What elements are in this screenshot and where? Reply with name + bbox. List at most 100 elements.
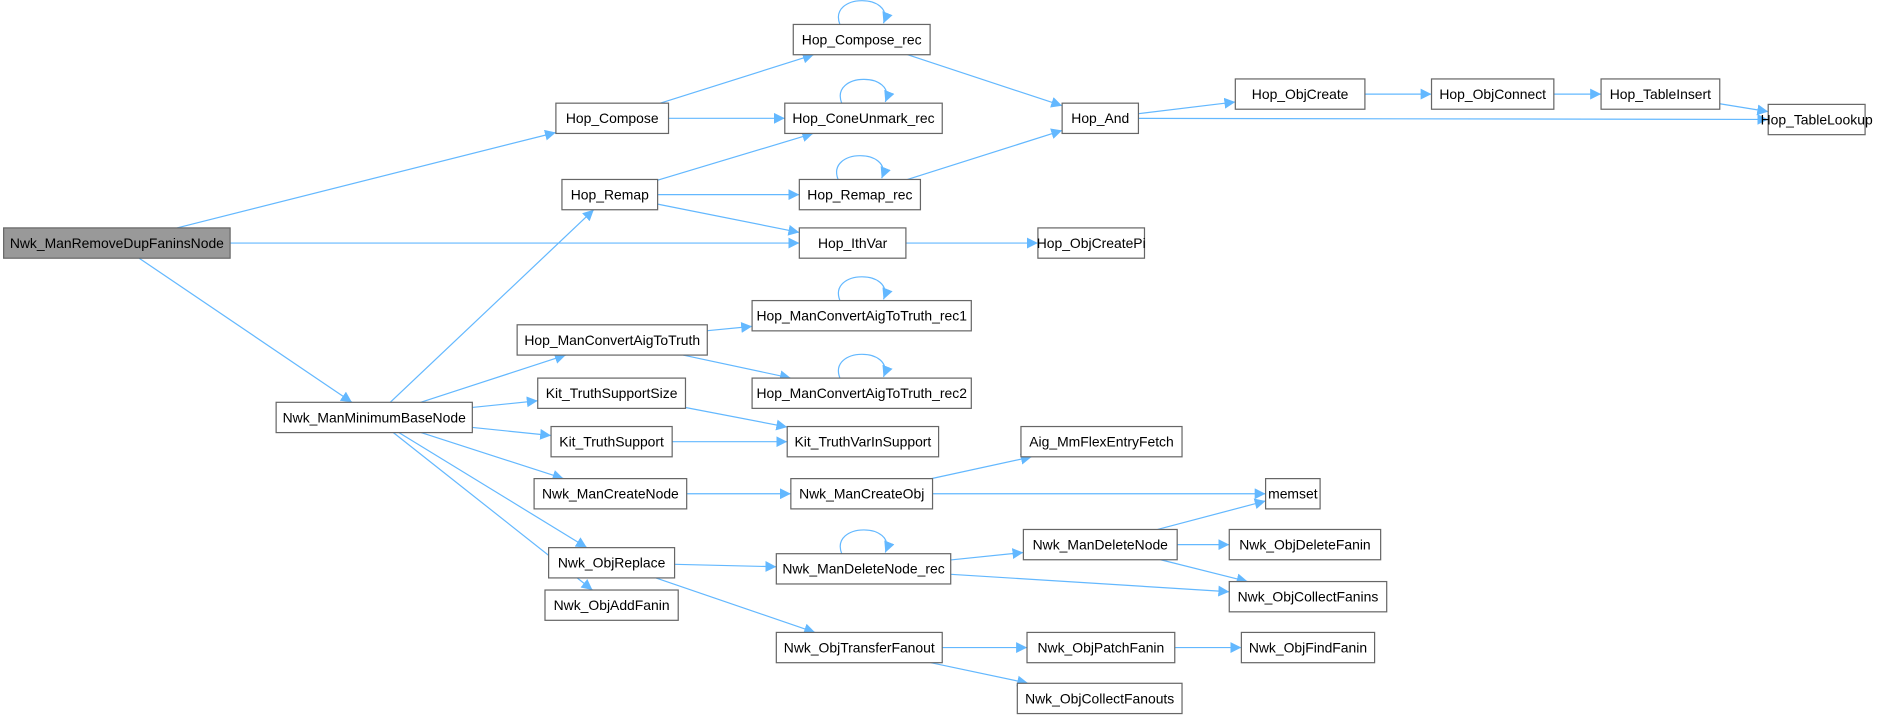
node-box bbox=[275, 401, 473, 434]
node-box bbox=[1228, 580, 1388, 613]
edge-hop_and-to-hop_objcreate bbox=[1138, 97, 1236, 115]
graph-node[interactable]: memset bbox=[1264, 478, 1321, 510]
graph-node[interactable]: Kit_TruthVarInSupport bbox=[786, 425, 940, 458]
graph-node[interactable]: Nwk_ObjAddFanin bbox=[544, 589, 679, 621]
graph-node[interactable]: Hop_Compose bbox=[555, 102, 670, 135]
edge-hop_mancvt-to-hop_mancvt_rec1 bbox=[707, 321, 753, 333]
graph-node[interactable]: Nwk_ObjReplace bbox=[548, 547, 676, 579]
graph-node[interactable]: Hop_ObjCreatePi bbox=[1037, 227, 1146, 259]
graph-node[interactable]: Nwk_ObjDeleteFanin bbox=[1228, 528, 1382, 561]
node-label: Hop_ManConvertAigToTruth bbox=[524, 332, 700, 348]
node-box bbox=[1767, 103, 1866, 136]
node-box bbox=[544, 589, 679, 621]
node-box bbox=[1234, 78, 1366, 110]
node-label: Nwk_ManCreateObj bbox=[799, 486, 924, 502]
node-box bbox=[1016, 682, 1183, 715]
node-label: Nwk_ManDeleteNode bbox=[1033, 536, 1169, 552]
graph-node[interactable]: Kit_TruthSupport bbox=[550, 425, 673, 458]
edge-nwk_manminimumbasenode-to-kit_truthsupport bbox=[472, 426, 552, 440]
edge-hop_remap-to-hop_coneunmark_rec bbox=[657, 131, 814, 181]
node-box bbox=[1061, 102, 1140, 135]
node-label: memset bbox=[1268, 486, 1318, 502]
node-label: Nwk_ManCreateNode bbox=[542, 486, 679, 502]
nodes-layer: Nwk_ManRemoveDupFaninsNodeHop_ComposeHop… bbox=[3, 23, 1873, 715]
edge-hop_mancvt_rec1-to-hop_mancvt_rec1 bbox=[837, 276, 893, 301]
node-box bbox=[1264, 478, 1321, 510]
node-box bbox=[3, 227, 231, 259]
edge-nwk_manminimumbasenode-to-nwk_mancreatenode bbox=[420, 432, 564, 481]
graph-node[interactable]: Aig_MmFlexEntryFetch bbox=[1020, 425, 1183, 458]
node-label: Nwk_ObjTransferFanout bbox=[784, 639, 935, 655]
edge-hop_compose_rec-to-hop_and bbox=[907, 54, 1063, 108]
edge-nwk_manminimumbasenode-to-hop_mancvt bbox=[420, 353, 566, 403]
graph-node[interactable]: Hop_Remap_rec bbox=[798, 178, 922, 211]
node-box bbox=[548, 547, 676, 579]
edge-hop_remap_rec-to-hop_remap_rec bbox=[836, 155, 891, 180]
node-label: Nwk_ObjAddFanin bbox=[554, 597, 670, 613]
node-label: Nwk_ManRemoveDupFaninsNode bbox=[10, 235, 224, 251]
graph-node[interactable]: Nwk_ManDeleteNode_rec bbox=[775, 553, 952, 585]
node-box bbox=[751, 299, 972, 332]
node-box bbox=[790, 478, 934, 510]
graph-node[interactable]: Nwk_ObjPatchFanin bbox=[1026, 631, 1176, 664]
graph-node[interactable]: Hop_Compose_rec bbox=[792, 23, 931, 56]
node-label: Hop_Remap_rec bbox=[807, 186, 912, 202]
graph-node[interactable]: Hop_ConeUnmark_rec bbox=[784, 102, 943, 135]
graph-node[interactable]: Nwk_ObjCollectFanins bbox=[1228, 580, 1388, 613]
node-label: Nwk_ObjFindFanin bbox=[1249, 639, 1367, 655]
node-label: Hop_ConeUnmark_rec bbox=[792, 110, 934, 126]
node-box bbox=[537, 377, 687, 409]
edge-hop_compose-to-hop_compose_rec bbox=[660, 52, 814, 104]
node-label: Hop_Compose bbox=[566, 110, 659, 126]
node-box bbox=[516, 324, 708, 356]
edge-kit_truthsupportsize-to-kit_truthvarinsupport bbox=[685, 406, 788, 431]
node-label: Hop_And bbox=[1071, 110, 1129, 126]
graph-node[interactable]: Hop_TableInsert bbox=[1600, 78, 1721, 110]
edge-hop_tableinsert-to-hop_tablelookup bbox=[1719, 103, 1769, 116]
node-label: Hop_ObjConnect bbox=[1439, 86, 1546, 102]
edge-nwk_mandeletenode_rec-to-nwk_mandeletenode_rec bbox=[839, 529, 895, 554]
node-box bbox=[798, 178, 922, 211]
graph-node[interactable]: Kit_TruthSupportSize bbox=[537, 377, 687, 409]
graph-node[interactable]: Hop_And bbox=[1061, 102, 1140, 135]
node-box bbox=[775, 553, 952, 585]
node-box bbox=[792, 23, 931, 56]
graph-node[interactable]: Nwk_ObjCollectFanouts bbox=[1016, 682, 1183, 715]
graph-node[interactable]: Hop_ManConvertAigToTruth_rec2 bbox=[751, 377, 972, 409]
edge-nwk_mandeletenode_rec-to-nwk_mandeletenode bbox=[950, 548, 1024, 561]
node-label: Kit_TruthSupportSize bbox=[546, 385, 678, 401]
node-box bbox=[550, 425, 673, 458]
node-label: Hop_Compose_rec bbox=[802, 31, 922, 47]
graph-node[interactable]: Nwk_ManCreateNode bbox=[533, 478, 688, 510]
edge-hop_remap_rec-to-hop_and bbox=[907, 128, 1063, 181]
edge-nwk_objreplace-to-nwk_objtransferfanout bbox=[655, 577, 816, 635]
edge-nwk_mandeletenode-to-nwk_objcollectfanins bbox=[1160, 559, 1248, 585]
graph-node[interactable]: Hop_ObjConnect bbox=[1430, 78, 1555, 110]
node-box bbox=[1020, 425, 1183, 458]
node-box bbox=[533, 478, 688, 510]
graph-node[interactable]: Hop_Remap bbox=[561, 178, 659, 211]
node-label: Aig_MmFlexEntryFetch bbox=[1029, 434, 1174, 450]
graph-node[interactable]: Hop_ObjCreate bbox=[1234, 78, 1366, 110]
root-node[interactable]: Nwk_ManRemoveDupFaninsNode bbox=[3, 227, 231, 259]
node-label: Hop_TableInsert bbox=[1610, 86, 1711, 102]
edge-nwk_manminimumbasenode-to-nwk_objreplace bbox=[398, 432, 588, 549]
graph-node[interactable]: Hop_TableLookup bbox=[1761, 103, 1873, 136]
edge-nwk_manminimumbasenode-to-hop_remap bbox=[389, 209, 595, 403]
node-label: Nwk_ObjCollectFanouts bbox=[1025, 690, 1174, 706]
graph-node[interactable]: Nwk_ObjTransferFanout bbox=[775, 631, 943, 664]
graph-node[interactable]: Hop_ManConvertAigToTruth bbox=[516, 324, 708, 356]
graph-node[interactable]: Nwk_ManMinimumBaseNode bbox=[275, 401, 473, 434]
edge-nwk_manminimumbasenode-to-kit_truthsupportsize bbox=[472, 396, 538, 409]
edge-nwk_mandeletenode-to-memset bbox=[1157, 498, 1266, 531]
edge-nwk_mancreateobj-to-aig_mmflexentryfetch bbox=[931, 453, 1032, 480]
graph-node[interactable]: Nwk_ManCreateObj bbox=[790, 478, 934, 510]
edge-hop_compose_rec-to-hop_compose_rec bbox=[837, 0, 893, 25]
graph-node[interactable]: Nwk_ObjFindFanin bbox=[1240, 631, 1376, 664]
edge-nwk_objreplace-to-nwk_mandeletenode_rec bbox=[674, 561, 777, 572]
graph-node[interactable]: Hop_ManConvertAigToTruth_rec1 bbox=[751, 299, 972, 332]
graph-node[interactable]: Nwk_ManDeleteNode bbox=[1022, 528, 1178, 561]
node-label: Nwk_ObjCollectFanins bbox=[1238, 589, 1379, 605]
graph-node[interactable]: Hop_IthVar bbox=[798, 227, 907, 259]
